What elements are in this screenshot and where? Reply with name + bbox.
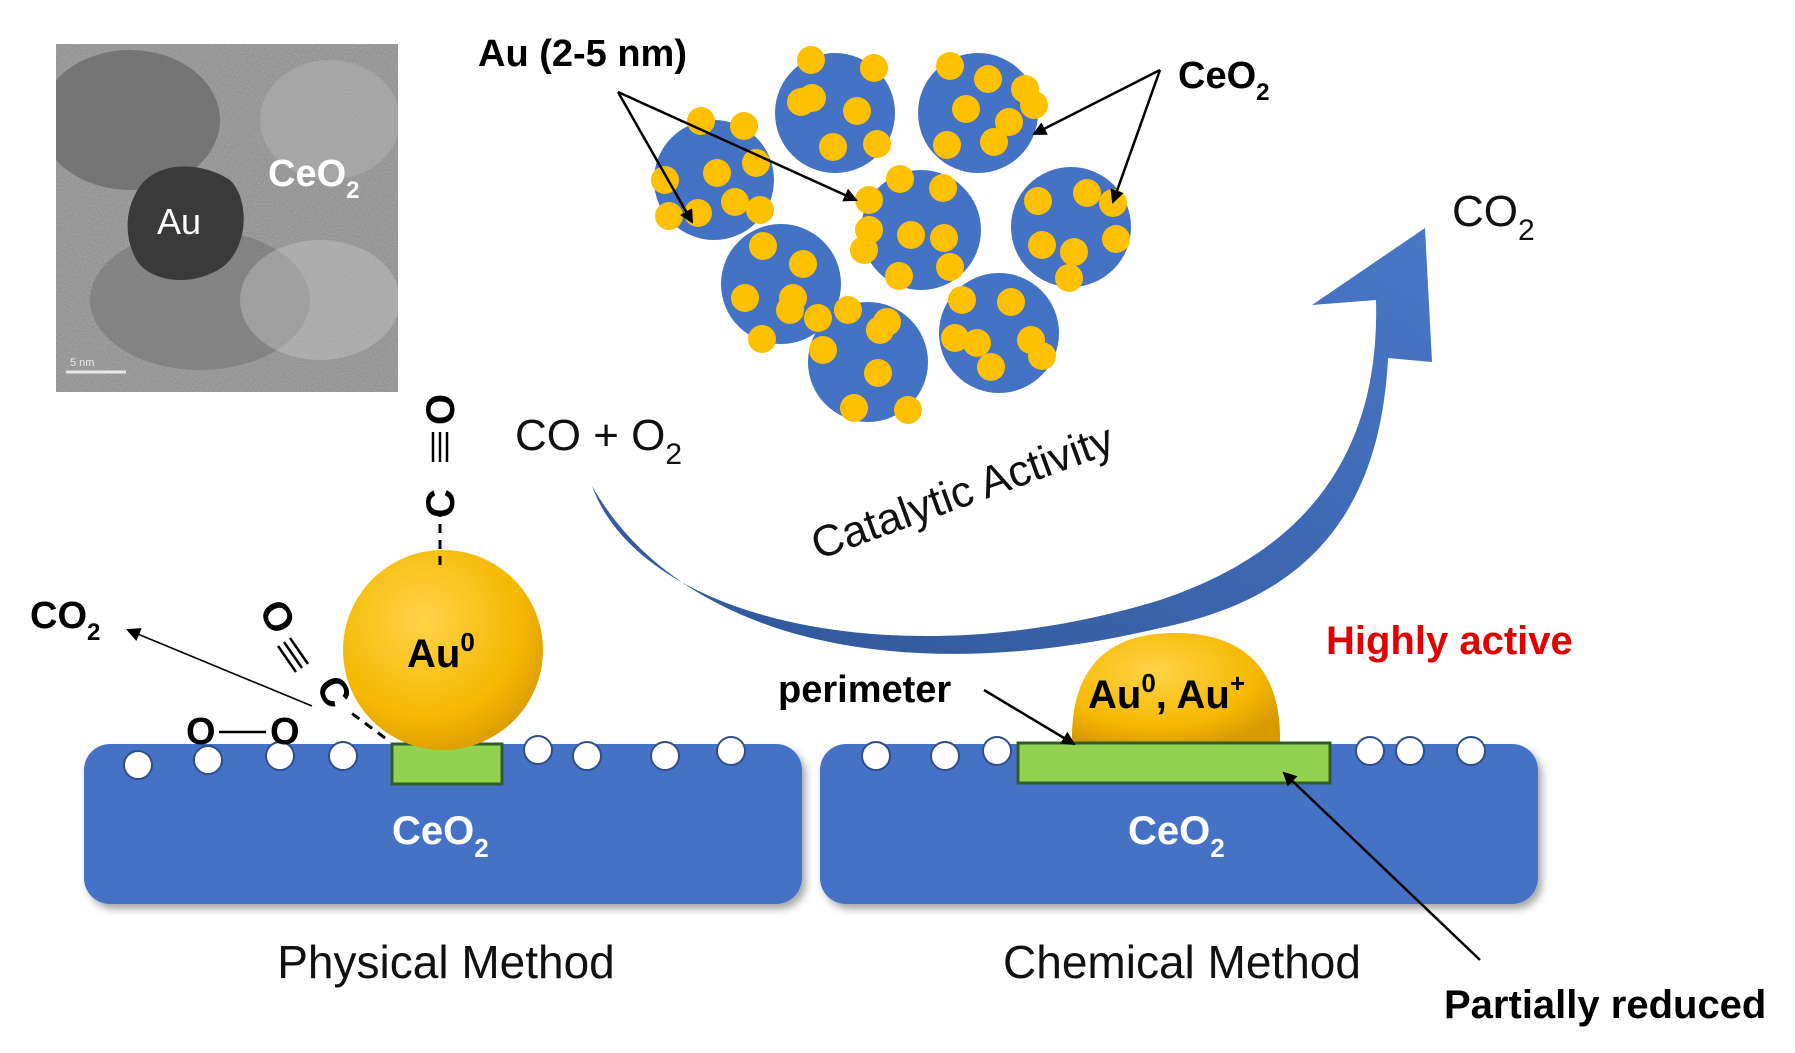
au-nanoparticle	[995, 108, 1023, 136]
au-nanoparticle	[936, 253, 964, 281]
au-nanoparticle	[746, 196, 774, 224]
au-nanoparticle	[834, 296, 862, 324]
physical-co-top-oxygen: O	[419, 394, 463, 425]
au-nanoparticle	[952, 95, 980, 123]
au-nanoparticle	[855, 216, 883, 244]
au-nanoparticle	[809, 336, 837, 364]
tem-image: 5 nm Au CeO2	[56, 44, 398, 392]
physical-ceo2-label: CeO2	[392, 809, 489, 863]
au-nanoparticle	[798, 84, 826, 112]
chemical-au-particle	[1071, 633, 1281, 744]
au-nanoparticle	[1099, 189, 1127, 217]
co2-release-arrow	[126, 628, 313, 707]
au-nanoparticle	[1073, 179, 1101, 207]
physical-ceo2-support	[84, 744, 802, 904]
au-nanoparticle	[860, 54, 888, 82]
au-nanoparticle	[977, 353, 1005, 381]
physical-co2-label: CO2	[30, 595, 100, 646]
au-nanoparticle	[804, 304, 832, 332]
au-nanoparticle	[929, 174, 957, 202]
au-nanoparticle	[1055, 264, 1083, 292]
chemical-method-caption: Chemical Method	[1003, 936, 1361, 988]
chemical-ceo2-label: CeO2	[1128, 809, 1225, 863]
physical-o2-right: O	[270, 711, 300, 753]
chemical-vacancies	[861, 736, 1486, 771]
tem-scale-bar: 5 nm	[70, 357, 94, 369]
au-nanoparticle	[789, 250, 817, 278]
catalytic-activity-label: Catalytic Activity	[805, 415, 1120, 570]
physical-au-particle	[343, 550, 543, 750]
physical-au-label: Au0	[407, 627, 475, 676]
tem-au-label: Au	[157, 201, 201, 242]
au-nanoparticle	[886, 165, 914, 193]
au-nanoparticle	[941, 324, 969, 352]
ceo2-pointers	[1032, 68, 1162, 204]
au-nanoparticle	[1024, 187, 1052, 215]
au-nanoparticle	[797, 46, 825, 74]
au-nanoparticle	[974, 65, 1002, 93]
au-size-label: Au (2-5 nm)	[478, 33, 687, 75]
au-nanoparticle	[885, 262, 913, 290]
au-nanoparticle	[776, 296, 804, 324]
au-nanoparticle	[1060, 238, 1088, 266]
au-nanoparticle	[731, 284, 759, 312]
partially-reduced-label: Partially reduced	[1444, 983, 1766, 1027]
physical-interface	[390, 742, 504, 786]
au-nanoparticle	[933, 131, 961, 159]
perimeter-label: perimeter	[778, 669, 951, 711]
cluster-ceo2-label: CeO2	[1178, 55, 1270, 106]
au-nanoparticle	[864, 359, 892, 387]
ceo2-sphere	[808, 302, 928, 422]
nanoparticle-cluster	[651, 46, 1131, 424]
au-nanoparticle	[866, 316, 894, 344]
au-nanoparticle	[730, 112, 758, 140]
au-nanoparticle	[948, 286, 976, 314]
au-nanoparticle	[997, 288, 1025, 316]
physical-co-top-carbon: C	[419, 489, 463, 518]
au-nanoparticle	[1028, 342, 1056, 370]
au-nanoparticle	[936, 52, 964, 80]
au-nanoparticle	[1028, 231, 1056, 259]
au-nanoparticle	[897, 221, 925, 249]
au-nanoparticle	[855, 186, 883, 214]
chemical-interface	[1016, 741, 1332, 785]
physical-co-side-oxygen: O	[250, 593, 304, 642]
au-nanoparticle	[687, 107, 715, 135]
au-nanoparticle	[963, 329, 991, 357]
physical-method-panel: CeO2 Au0 C O C O O O CO2 Physical Method	[30, 394, 802, 988]
partially-reduced-pointer	[1282, 771, 1481, 961]
perimeter-pointer	[983, 688, 1076, 746]
au-nanoparticle	[863, 130, 891, 158]
au-nanoparticle	[703, 159, 731, 187]
physical-o2-left: O	[186, 711, 216, 753]
physical-method-caption: Physical Method	[277, 936, 615, 988]
chemical-method-panel: CeO2 Au0, Au+ perimeter Highly active Pa…	[778, 619, 1766, 1027]
au-nanoparticle	[894, 396, 922, 424]
au-nanoparticle	[742, 149, 770, 177]
au-nanoparticle	[930, 224, 958, 252]
au-nanoparticle	[721, 188, 749, 216]
chemical-ceo2-support	[820, 744, 1538, 904]
au-nanoparticle	[843, 97, 871, 125]
physical-vacancies	[123, 735, 746, 780]
au-nanoparticle	[1020, 91, 1048, 119]
au-nanoparticle	[819, 133, 847, 161]
au-size-pointers	[616, 90, 858, 224]
au-nanoparticle	[749, 232, 777, 260]
tem-ceo2-label: CeO2	[268, 153, 360, 204]
au-nanoparticle	[655, 202, 683, 230]
reactants-label: CO + O2	[515, 411, 682, 471]
highly-active-label: Highly active	[1326, 619, 1573, 663]
au-nanoparticle	[980, 128, 1008, 156]
au-nanoparticle	[748, 325, 776, 353]
chemical-au-label: Au0, Au+	[1088, 668, 1245, 717]
au-nanoparticle	[1102, 225, 1130, 253]
au-nanoparticle	[840, 394, 868, 422]
product-label: CO2	[1452, 187, 1535, 247]
